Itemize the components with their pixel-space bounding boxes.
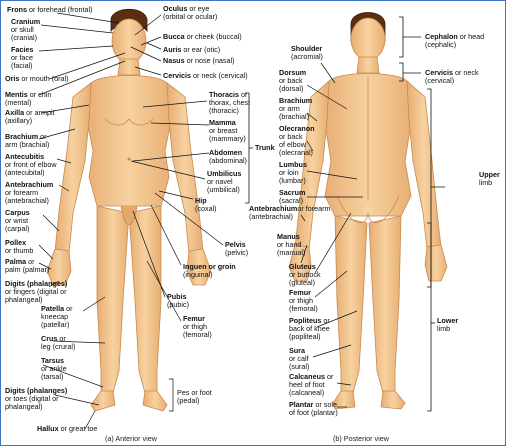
anterior-hand-left bbox=[46, 248, 72, 286]
anterior-figure bbox=[46, 8, 212, 412]
label-cervicis-ant: Cervicis or neck (cervical) bbox=[163, 71, 248, 80]
anterior-foot-right bbox=[142, 390, 168, 412]
label-hip: Hip(coxal) bbox=[195, 196, 217, 213]
posterior-neck bbox=[356, 56, 380, 74]
posterior-foot-right bbox=[380, 390, 406, 410]
posterior-arm-right bbox=[406, 80, 442, 250]
posterior-leader-lines bbox=[300, 62, 363, 408]
anterior-arm-right bbox=[166, 82, 204, 254]
posterior-foot-left bbox=[332, 390, 356, 410]
label-sacrum: Sacrum(sacral) bbox=[279, 188, 306, 205]
label-nasus: Nasus or nose (nasal) bbox=[163, 56, 235, 65]
label-pes: Pes or foot(pedal) bbox=[177, 388, 212, 405]
label-trunk: Trunk bbox=[255, 143, 275, 152]
label-cephalon: Cephalon or head(cephalic) bbox=[425, 32, 485, 49]
label-pubis: Pubis(pubic) bbox=[167, 292, 189, 309]
anterior-leader-lines-left bbox=[38, 12, 126, 430]
posterior-hand-right bbox=[424, 244, 448, 282]
anterior-hand-right bbox=[186, 248, 212, 286]
trunk-bracket bbox=[245, 92, 253, 204]
anterior-neck bbox=[117, 58, 141, 76]
posterior-leg-left bbox=[334, 215, 368, 394]
anterior-leader-lines-right bbox=[130, 14, 224, 412]
anterior-head bbox=[111, 18, 147, 64]
label-oculus: Oculus or eye(orbital or ocular) bbox=[163, 4, 218, 21]
anterior-leg-right bbox=[128, 205, 162, 394]
anterior-leg-left bbox=[96, 205, 130, 394]
label-cervicis-post: Cervicis or neck(cervical) bbox=[425, 68, 479, 85]
label-pelvis: Pelvis(pelvic) bbox=[225, 240, 249, 257]
label-frons: Frons or forehead (frontal) bbox=[7, 5, 93, 14]
label-auris: Auris or ear (otic) bbox=[163, 45, 221, 54]
caption-anterior: (a) Anterior view bbox=[105, 434, 157, 443]
anterior-foot-left bbox=[90, 390, 116, 412]
posterior-head bbox=[350, 17, 386, 61]
label-antebrachium-post: Antebrachiumor forearm(antebrachial) bbox=[249, 204, 331, 221]
label-hallux: Hallux or great toe bbox=[37, 424, 98, 433]
posterior-brackets bbox=[399, 16, 445, 412]
posterior-leg-right bbox=[368, 215, 402, 394]
label-axilla: Axilla or armpit(axillary) bbox=[5, 108, 55, 125]
label-abdomen: Abdomen(abdominal) bbox=[209, 148, 247, 165]
label-shoulder: Shoulder(acromial) bbox=[291, 44, 323, 61]
label-digits-hand: Digits (phalanges)or fingers (digital or… bbox=[5, 279, 68, 304]
label-inguen: Inguen or groin(inguinal) bbox=[183, 262, 236, 279]
label-bucca: Bucca or cheek (buccal) bbox=[163, 32, 242, 41]
caption-posterior: (b) Posterior view bbox=[333, 434, 389, 443]
anterior-arm-left bbox=[54, 82, 92, 254]
posterior-figure bbox=[288, 12, 448, 410]
label-mentis: Mentis or chin(mental) bbox=[5, 90, 52, 107]
anterior-torso bbox=[84, 75, 174, 207]
label-oris: Oris or mouth (oral) bbox=[5, 74, 69, 83]
posterior-hand-left bbox=[288, 244, 312, 282]
